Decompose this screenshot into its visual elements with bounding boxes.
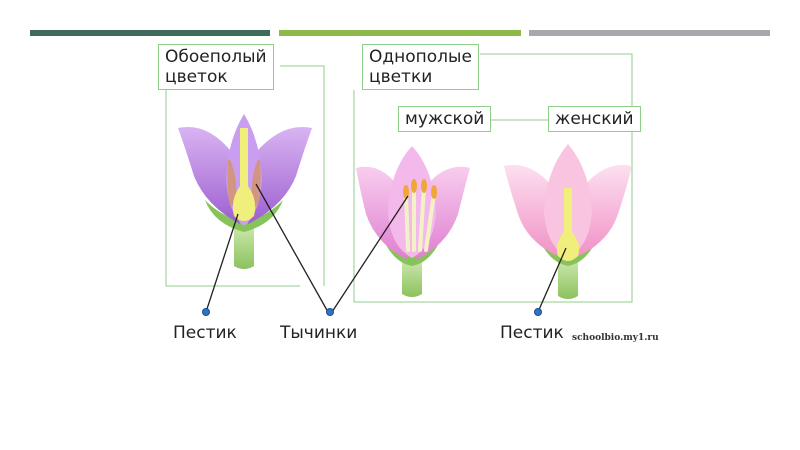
- stamens: [404, 186, 436, 252]
- label-unisexual-flowers: Однополые цветки: [362, 44, 479, 90]
- sepals: [538, 236, 598, 266]
- anthers: [403, 179, 437, 199]
- stamen-left: [227, 160, 237, 206]
- header-bar-dark: [30, 30, 270, 36]
- bisexual-flower: [178, 114, 312, 269]
- label-male: мужской: [398, 106, 492, 132]
- pistil: [232, 128, 256, 221]
- pointer-dots: [202, 308, 542, 316]
- sepals: [382, 236, 442, 266]
- header-bar-grey: [529, 30, 770, 36]
- pointer-dot: [326, 308, 334, 316]
- petal-right: [248, 126, 312, 224]
- female-flower: [504, 144, 632, 299]
- pointer-lines: [205, 183, 567, 313]
- header-bar-green: [279, 30, 521, 36]
- label-pistil-right: Пестик: [500, 323, 564, 343]
- label-bisexual-flower: Обоеполый цветок: [158, 44, 274, 90]
- bisexual-frame: [165, 65, 325, 287]
- pistil: [556, 188, 580, 261]
- label-pistil-left: Пестик: [173, 323, 237, 343]
- pointer-dot: [202, 308, 210, 316]
- stem: [402, 258, 422, 297]
- stem: [234, 224, 254, 269]
- stamen-right: [251, 160, 261, 206]
- pointer-dot: [534, 308, 542, 316]
- male-flower: [356, 146, 470, 297]
- petal-left: [178, 126, 240, 224]
- unisexual-frame: [353, 53, 633, 303]
- watermark-text: schoolbio.my1.ru: [572, 333, 659, 343]
- stem: [558, 258, 578, 299]
- label-female: женский: [548, 106, 641, 132]
- label-stamens: Тычинки: [280, 323, 358, 343]
